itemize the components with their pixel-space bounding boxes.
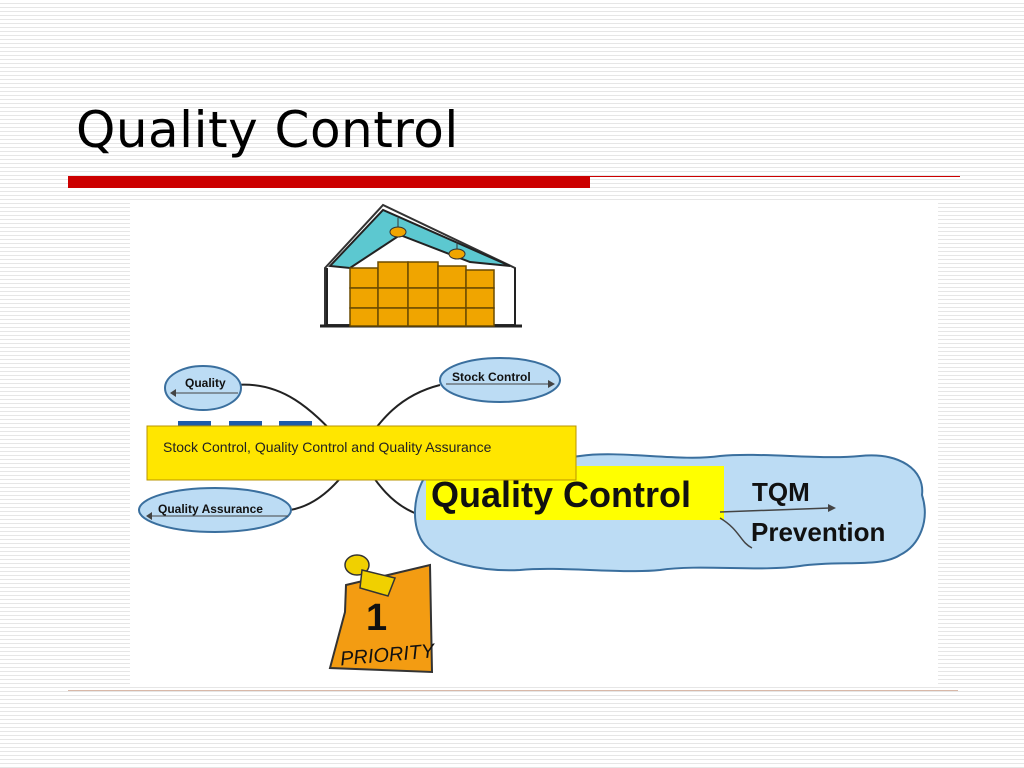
- quality-node: Quality: [164, 365, 242, 411]
- priority-sign: 1 PRIORITY: [328, 554, 437, 674]
- stock-control-node: Stock Control: [439, 357, 561, 403]
- callout-box: Stock Control, Quality Control and Quali…: [146, 421, 577, 481]
- center-node-label: Quality Control: [431, 474, 691, 515]
- title-underline-thin: [590, 176, 960, 177]
- warehouse-illustration: [320, 203, 522, 328]
- quality-assurance-node-label: Quality Assurance: [158, 502, 263, 516]
- tqm-label: TQM: [752, 477, 810, 507]
- footer-rule: [68, 690, 958, 691]
- quality-node-label: Quality: [185, 376, 226, 390]
- prevention-label: Prevention: [751, 517, 885, 547]
- priority-number: 1: [366, 597, 387, 639]
- stock-control-node-label: Stock Control: [452, 370, 531, 384]
- slide-title: Quality Control: [76, 101, 459, 159]
- callout-text: Stock Control, Quality Control and Quali…: [163, 439, 492, 455]
- title-underline-thick: [68, 176, 590, 188]
- quality-assurance-node: Quality Assurance: [138, 487, 292, 533]
